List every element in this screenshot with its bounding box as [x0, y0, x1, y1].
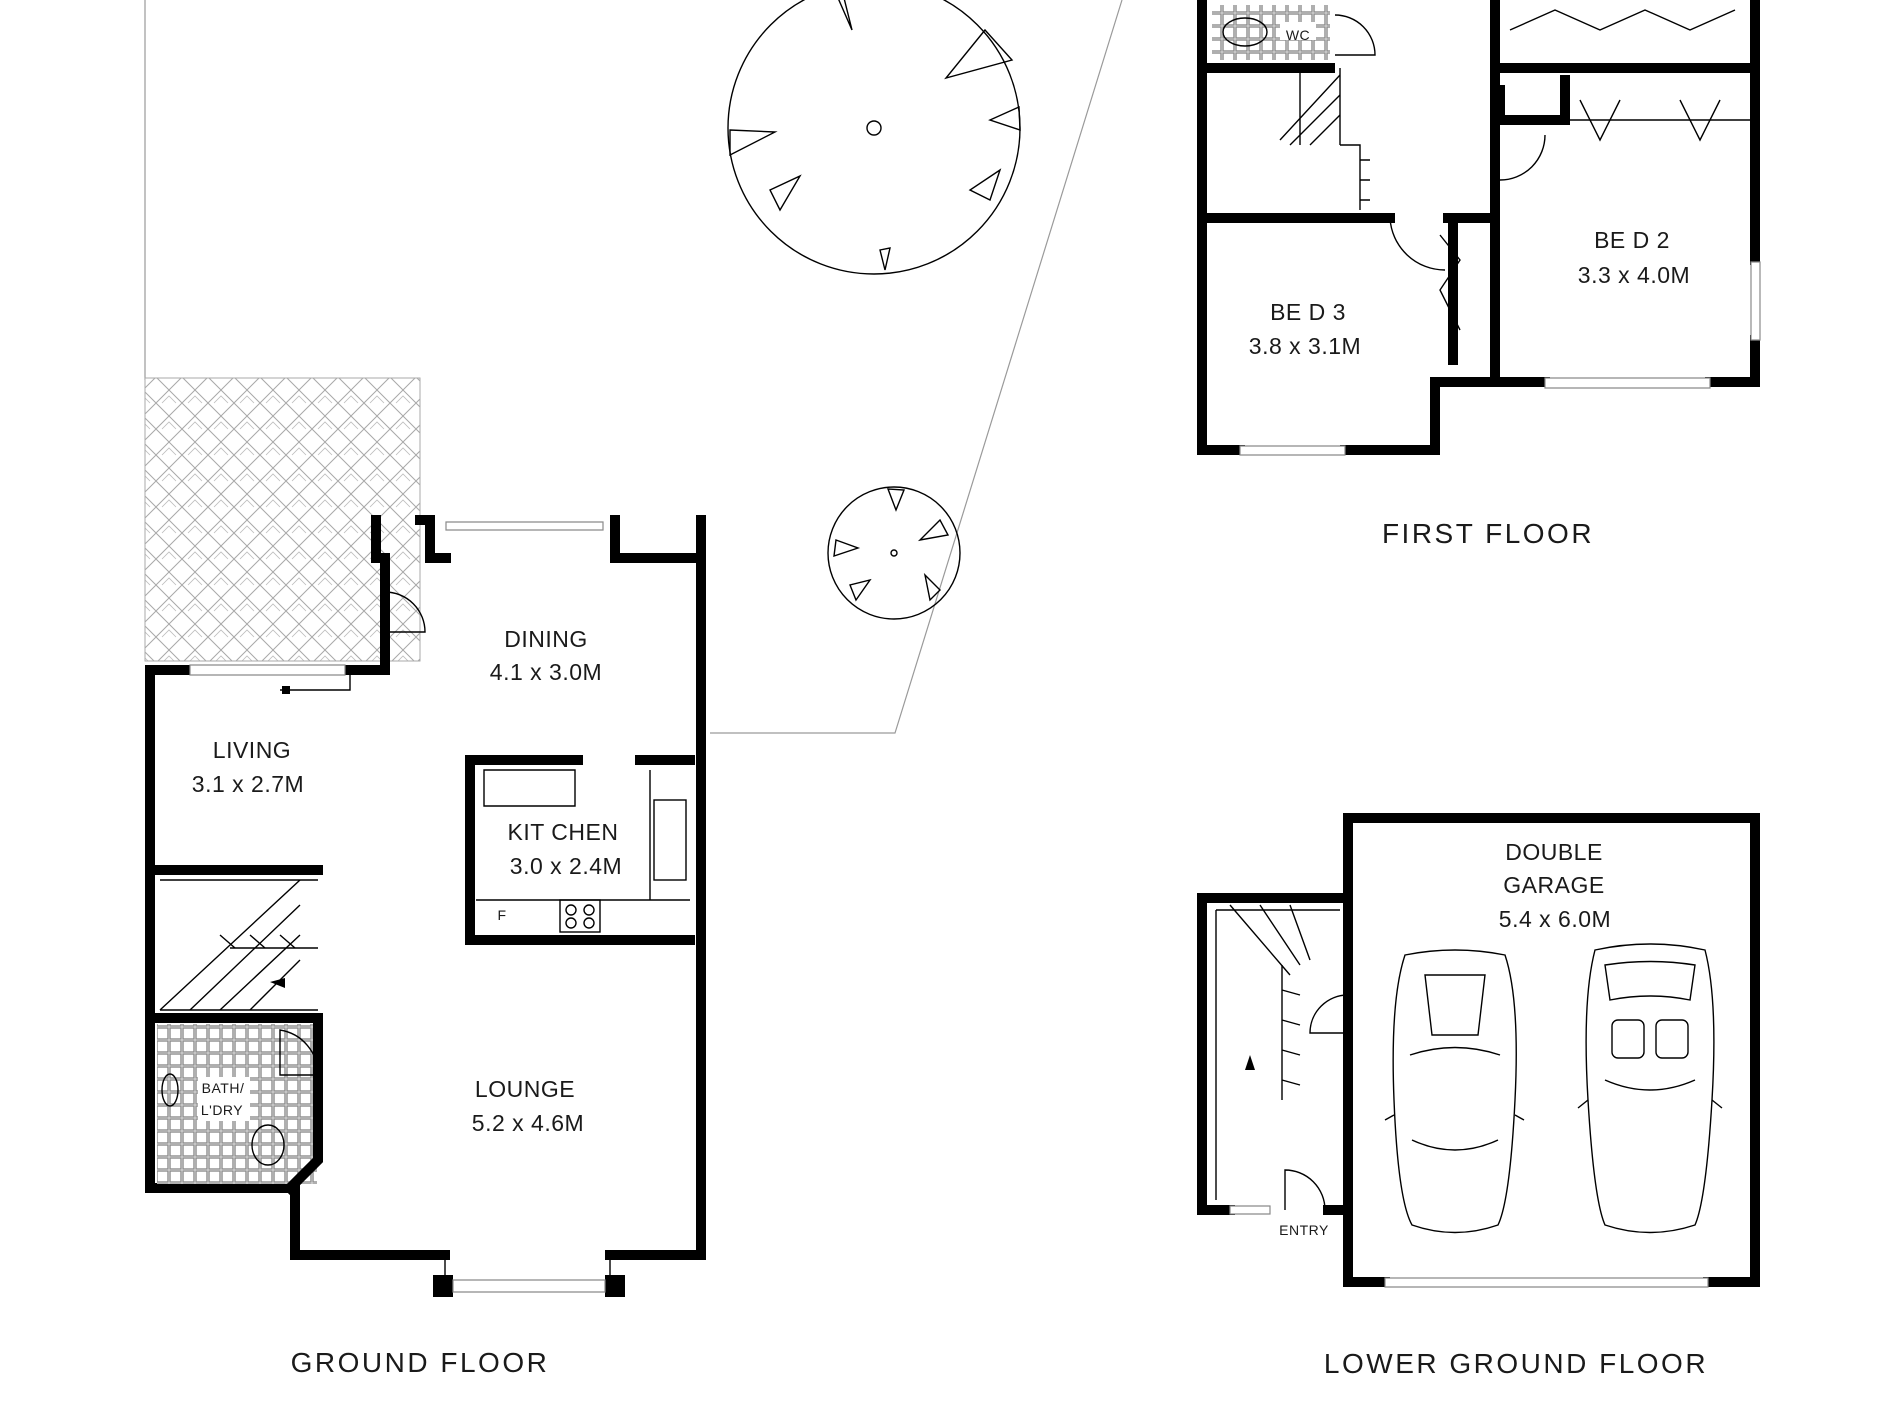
dining-size: 4.1 x 3.0M: [490, 659, 602, 685]
lower-ground-floor-plan: DOUBLE GARAGE 5.4 x 6.0M ENTRY LOWER GRO…: [1197, 813, 1760, 1379]
large-tree-icon: [727, 0, 1021, 275]
ground-floor-title: GROUND FLOOR: [291, 1347, 550, 1378]
first-floor-plan: WC BE D 2 3.3 x 4.0M BE D 3 3.8 x 3.1M F…: [1197, 0, 1761, 549]
lounge-size: 5.2 x 4.6M: [472, 1110, 584, 1136]
first-floor-title: FIRST FLOOR: [1382, 518, 1594, 549]
cooktop-icon: [559, 899, 601, 933]
lounge-label: LOUNGE: [475, 1076, 575, 1102]
small-tree-icon: [827, 486, 961, 620]
entry-label: ENTRY: [1279, 1222, 1329, 1238]
bed3-label: BE D 3: [1270, 299, 1346, 325]
laundry-label: L'DRY: [201, 1102, 243, 1118]
stair-icon: [159, 879, 318, 1011]
kitchen-size: 3.0 x 2.4M: [510, 853, 622, 879]
first-floor-stair-icon: [1279, 68, 1370, 210]
living-label: LIVING: [213, 737, 291, 763]
kitchen-label: KIT CHEN: [508, 819, 619, 845]
bed2-label: BE D 2: [1594, 227, 1670, 253]
lower-stair-icon: [1215, 904, 1340, 1200]
garage-size: 5.4 x 6.0M: [1499, 906, 1611, 932]
bed2-size: 3.3 x 4.0M: [1578, 262, 1690, 288]
ground-floor-plan: DINING 4.1 x 3.0M LIVING 3.1 x 2.7M KIT …: [145, 515, 706, 1378]
garage-label-line1: DOUBLE: [1505, 839, 1603, 865]
site-boundary: [144, 0, 1123, 734]
dining-label: DINING: [504, 626, 588, 652]
living-size: 3.1 x 2.7M: [192, 771, 304, 797]
car-icon: [1384, 949, 1525, 1234]
sink-icon: [653, 799, 687, 881]
fridge-label: F: [497, 907, 506, 923]
bed3-size: 3.8 x 3.1M: [1249, 333, 1361, 359]
garage-label-line2: GARAGE: [1503, 872, 1604, 898]
wc-label: WC: [1286, 27, 1310, 43]
convertible-car-icon: [1577, 943, 1723, 1234]
lower-floor-title: LOWER GROUND FLOOR: [1324, 1348, 1708, 1379]
bath-label: BATH/: [202, 1080, 245, 1096]
